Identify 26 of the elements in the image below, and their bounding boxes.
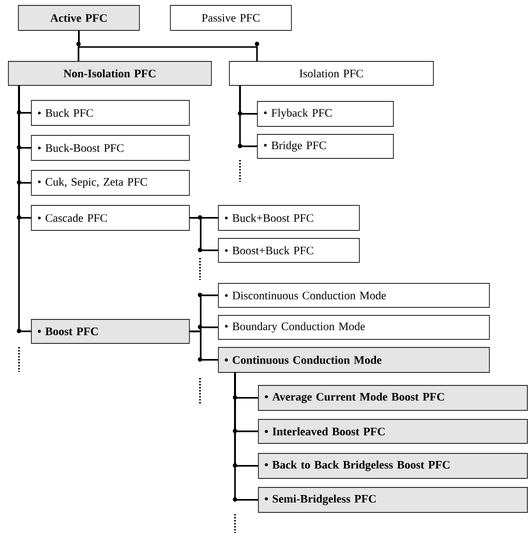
connector-line xyxy=(190,330,218,361)
category-box: • Average Current Mode Boost PFC xyxy=(258,385,528,411)
category-box: • Cascade PFC xyxy=(31,205,190,231)
category-box: Passive PFC xyxy=(170,5,292,31)
category-box: • Continuous Conduction Mode xyxy=(218,347,490,373)
connector-line xyxy=(239,86,257,148)
connector-line xyxy=(190,217,218,252)
category-box: • Semi-Bridgeless PFC xyxy=(258,487,528,513)
connector-line xyxy=(18,86,31,332)
category-box: • Buck PFC xyxy=(31,100,190,126)
category-box: • Boost+Buck PFC xyxy=(218,238,360,263)
category-box: Non-Isolation PFC xyxy=(8,61,212,86)
category-box: • Discontinuous Conduction Mode xyxy=(218,283,490,308)
category-box: • Flyback PFC xyxy=(257,101,394,127)
connector-line xyxy=(78,30,258,61)
category-box: • Buck-Boost PFC xyxy=(31,135,190,161)
category-box: • Back to Back Bridgeless Boost PFC xyxy=(258,453,528,479)
category-box: Active PFC xyxy=(18,5,140,31)
category-box: • Buck+Boost PFC xyxy=(218,205,360,231)
category-box: • Interleaved Boost PFC xyxy=(258,419,528,444)
category-box: • Boundary Conduction Mode xyxy=(218,315,490,340)
connector-line xyxy=(234,372,258,501)
category-box: Isolation PFC xyxy=(229,61,434,86)
category-box: • Cuk, Sepic, Zeta PFC xyxy=(31,170,190,196)
category-box: • Boost PFC xyxy=(31,319,190,344)
category-box: • Bridge PFC xyxy=(257,134,394,159)
